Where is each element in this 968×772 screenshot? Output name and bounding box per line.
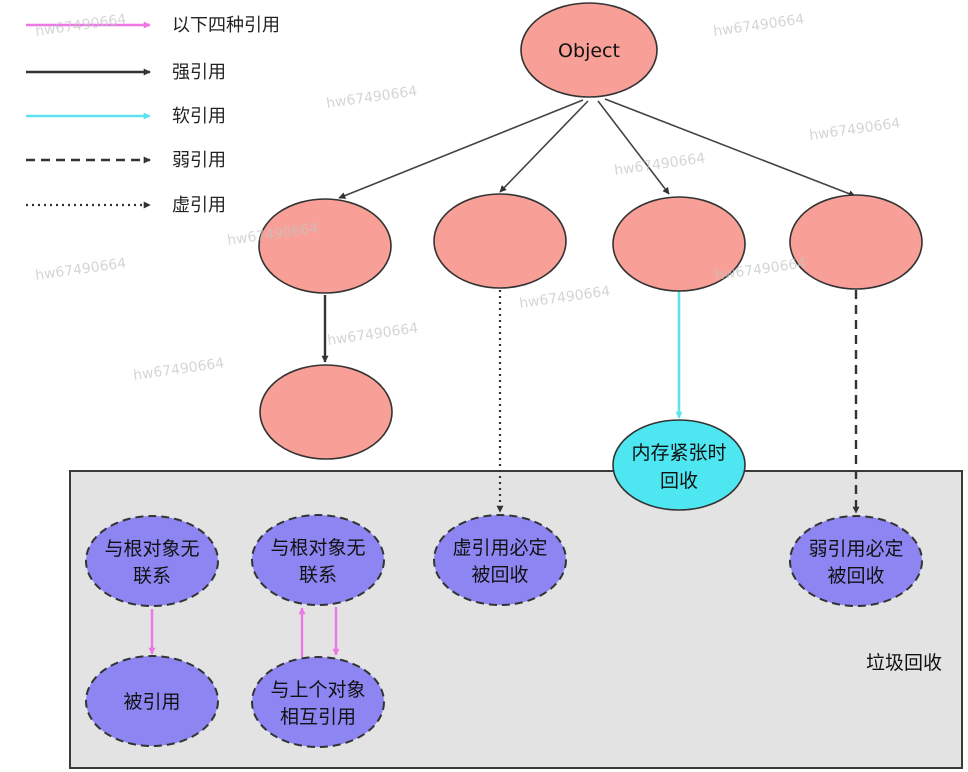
gc-node-mutual [251, 656, 385, 748]
gc-node-unlinked-2 [251, 514, 385, 606]
gc-area-label: 垃圾回收 [866, 652, 942, 674]
gc-node-unlinked-1 [85, 515, 219, 607]
watermarks: hw67490664 hw67490664 hw67490664 hw67490… [34, 11, 901, 384]
gc-node-phantom-line-1: 虚引用必定 [452, 537, 547, 559]
watermark-text: hw67490664 [34, 255, 127, 284]
object-node-3 [612, 196, 746, 292]
strong-edge-root-to-node-2 [499, 100, 589, 193]
legend-label-soft: 软引用 [172, 106, 226, 127]
gc-node-unlinked-2-line-2: 联系 [299, 564, 337, 586]
legend-label-phantom: 虚引用 [172, 195, 226, 216]
strong-referenced-object-node [259, 364, 393, 460]
legend-label-pink: 以下四种引用 [172, 15, 280, 36]
gc-node-mutual-line-1: 与上个对象 [270, 679, 365, 701]
gc-node-weak [789, 515, 923, 607]
watermark-text: hw67490664 [613, 150, 706, 179]
gc-node-weak-line-2: 被回收 [827, 565, 884, 587]
gc-node-phantom [433, 514, 567, 606]
object-node-1 [258, 198, 392, 294]
soft-reference-target-label-line-2: 回收 [660, 470, 698, 492]
gc-node-unlinked-1-line-1: 与根对象无 [104, 538, 199, 560]
watermark-text: hw67490664 [518, 283, 611, 312]
soft-reference-target-node [612, 419, 746, 511]
gc-node-referenced [85, 655, 219, 747]
watermark-text: hw67490664 [132, 355, 225, 384]
watermark-text: hw67490664 [326, 320, 419, 349]
watermark-text: hw67490664 [808, 115, 901, 144]
strong-edge-root-to-node-3 [597, 100, 670, 195]
legend: 以下四种引用 强引用 软引用 弱引用 虚引用 [26, 15, 280, 216]
watermark-text: hw67490664 [712, 11, 805, 40]
gc-node-unlinked-2-line-1: 与根对象无 [270, 537, 365, 559]
root-object-node [520, 2, 658, 98]
gc-node-mutual-line-2: 相互引用 [280, 706, 356, 728]
strong-edge-root-to-node-4 [604, 98, 856, 197]
watermark-text: hw67490664 [325, 83, 418, 112]
object-node-4 [789, 194, 923, 290]
root-object-label: Object [558, 40, 620, 62]
soft-reference-target-label-line-1: 内存紧张时 [631, 442, 726, 464]
legend-label-weak: 弱引用 [172, 150, 226, 171]
object-node-2 [433, 193, 567, 289]
gc-node-unlinked-1-line-2: 联系 [133, 565, 171, 587]
gc-node-referenced-label: 被引用 [123, 691, 180, 713]
legend-label-strong: 强引用 [172, 62, 226, 83]
strong-edge-root-to-node-1 [338, 99, 584, 199]
gc-node-phantom-line-2: 被回收 [471, 564, 528, 586]
watermark-text: hw67490664 [34, 11, 127, 40]
gc-node-weak-line-1: 弱引用必定 [808, 538, 903, 560]
